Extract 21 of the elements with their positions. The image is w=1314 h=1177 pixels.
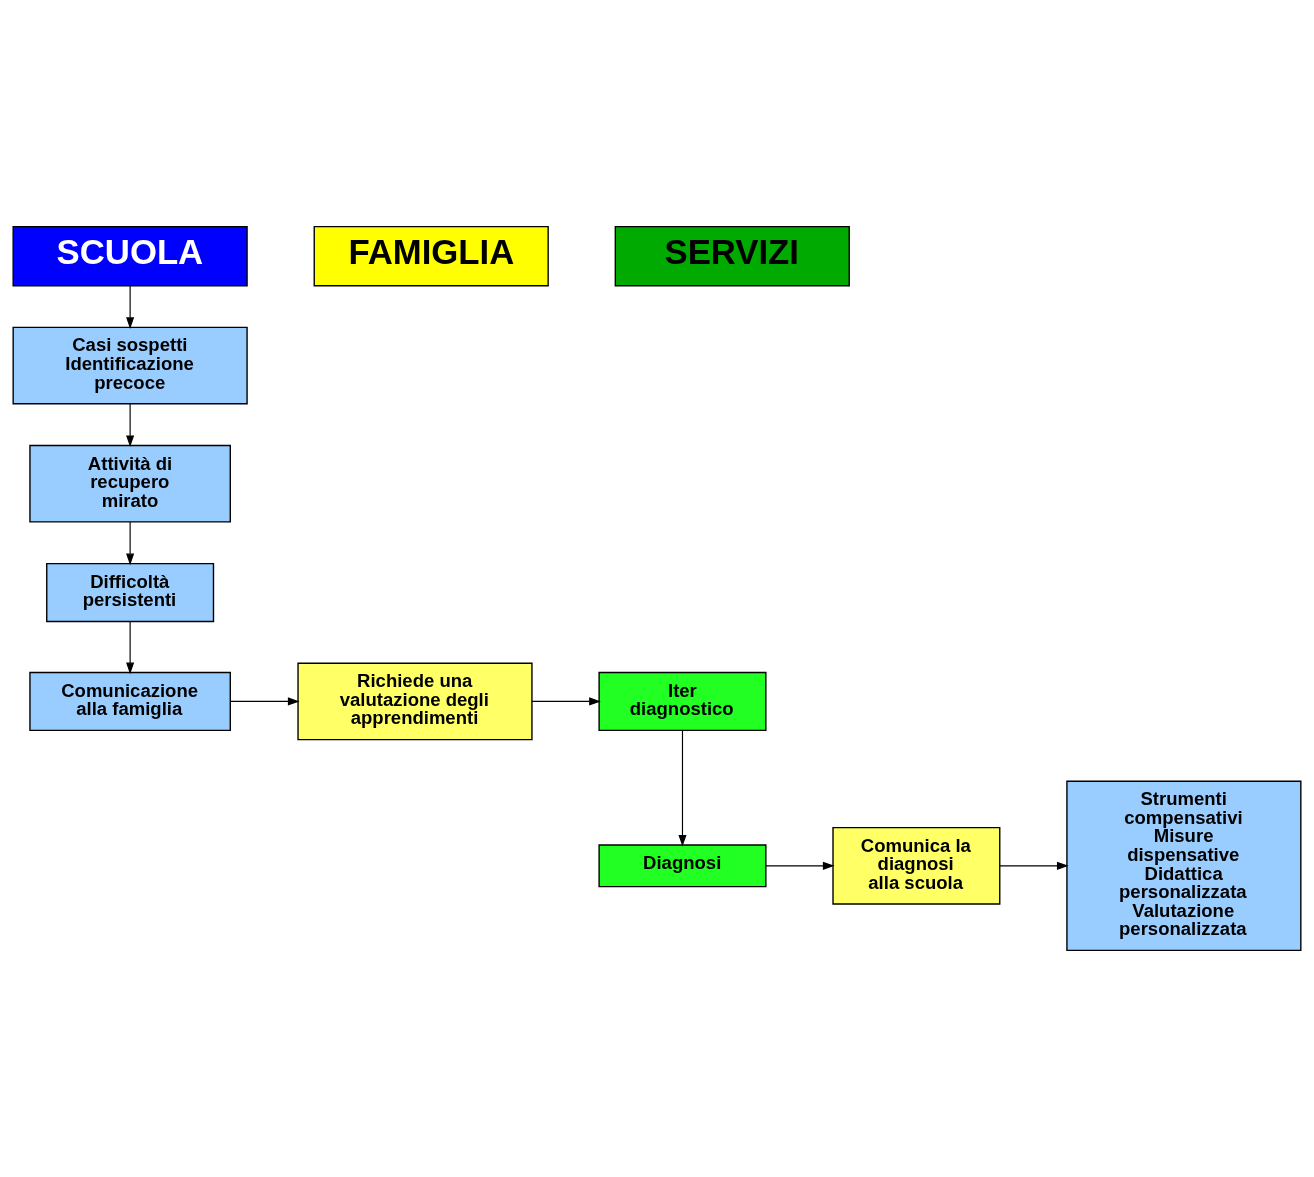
arrow [230, 697, 300, 706]
node-box: FAMIGLIA [313, 225, 549, 287]
arrow [126, 521, 135, 566]
node-box: Iter diagnostico [598, 671, 767, 732]
node-box: Diagnosi [598, 844, 767, 888]
arrow [126, 403, 135, 448]
node-box: SERVIZI [614, 225, 850, 287]
node-box: Richiede una valutazione degli apprendimenti [297, 662, 533, 741]
node-box: Difficoltà persistenti [46, 562, 215, 623]
node-box: Attività di recupero mirato [29, 444, 231, 523]
arrow [678, 729, 687, 847]
node-box: Comunicazione alla famiglia [29, 671, 231, 732]
node-box: SCUOLA [12, 225, 248, 287]
node-box: Comunica la diagnosi alla scuola [832, 826, 1001, 905]
arrow [531, 697, 601, 706]
node-box: Strumenti compensativi Misure dispensative Didattica personalizzata Valutazione personalizzata [1066, 780, 1302, 952]
arrow [999, 861, 1069, 870]
node-box: Casi sospetti Identificazione precoce [12, 326, 248, 405]
arrow [765, 861, 835, 870]
arrow [126, 285, 135, 329]
arrow [126, 621, 135, 675]
